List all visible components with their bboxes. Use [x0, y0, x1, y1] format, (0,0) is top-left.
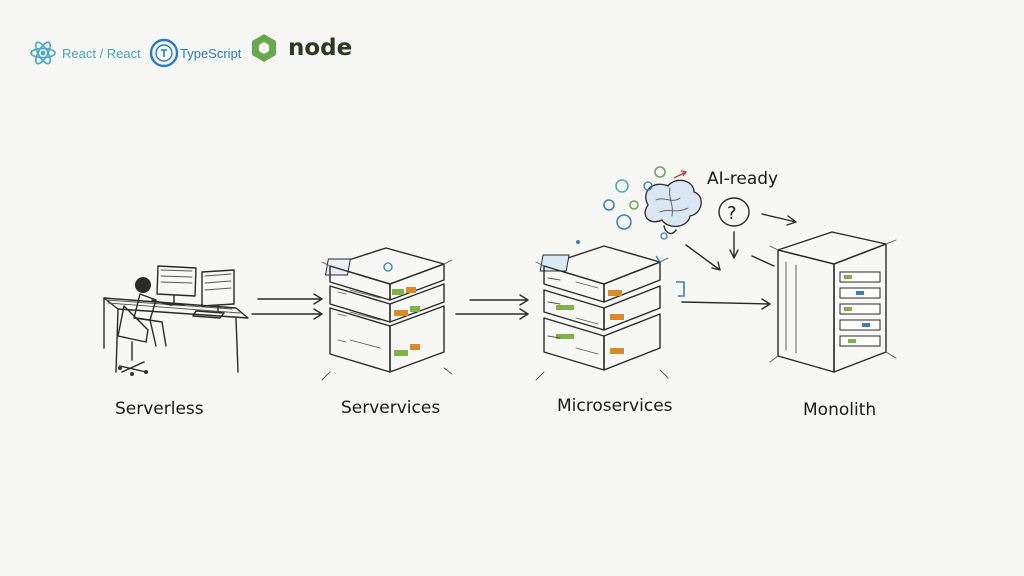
microservices-server-stack — [535, 245, 669, 381]
react-logo-text: React / React — [62, 46, 141, 61]
monolith-server-tower — [769, 231, 897, 373]
question-bubble: ? — [718, 197, 750, 227]
question-mark: ? — [727, 203, 737, 224]
typescript-logo: TypeScript — [149, 38, 242, 68]
typescript-logo-text: TypeScript — [180, 46, 242, 61]
node-logo: node — [252, 34, 352, 62]
microservices-label: Microservices — [557, 396, 673, 416]
node-logo-text: node — [288, 35, 352, 61]
developer-desk-illustration — [103, 265, 249, 376]
react-atom-icon — [30, 41, 56, 65]
ai-ready-label: AI-ready — [707, 169, 778, 189]
react-logo: React / React — [30, 41, 141, 65]
monolith-label: Monolith — [803, 400, 876, 420]
brain-icon — [644, 179, 702, 235]
servervices-label: Servervices — [341, 398, 440, 418]
serverless-label: Serverless — [115, 399, 204, 419]
servervices-server-stack — [321, 247, 453, 381]
arrow-servervices-to-microservices — [455, 294, 529, 320]
ai-ready-cluster: AI-ready ? — [576, 166, 797, 297]
arrow-serverless-to-servervices — [251, 293, 323, 320]
ai-network-doodles — [576, 166, 688, 244]
arrow-microservices-to-monolith — [681, 298, 771, 310]
node-hexagon-icon — [252, 34, 276, 62]
typescript-circle-icon — [149, 38, 179, 68]
